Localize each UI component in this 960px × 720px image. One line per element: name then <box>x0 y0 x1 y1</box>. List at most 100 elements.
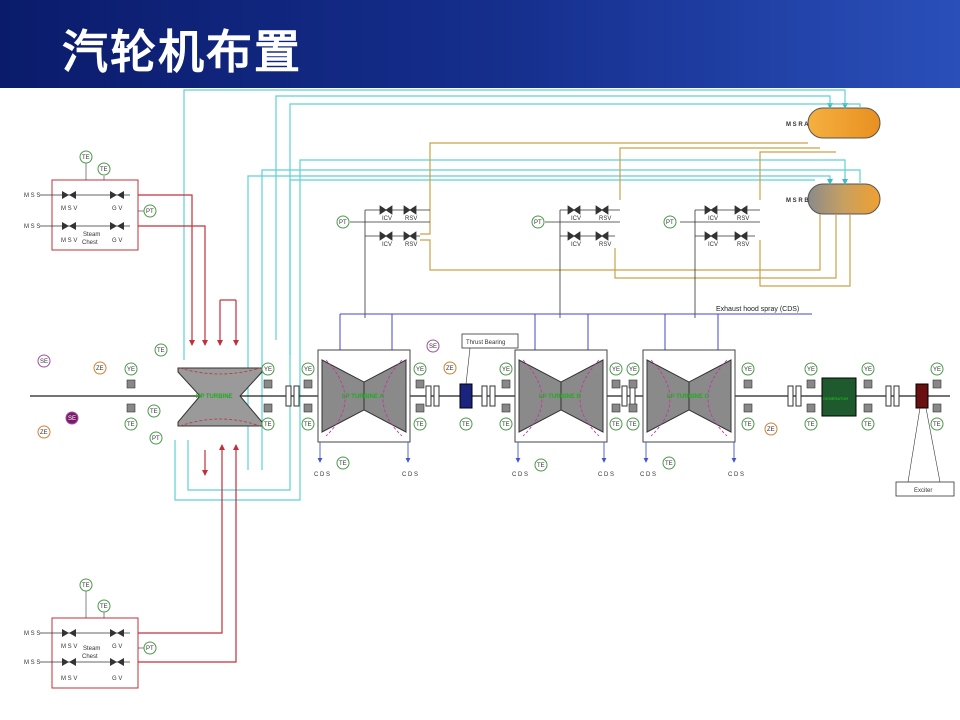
svg-text:YE: YE <box>629 367 637 373</box>
steam-chest-label: Steam <box>83 646 100 652</box>
ye-instrument: YE <box>301 362 315 376</box>
exhaust-spray-label: Exhaust hood spray (CDS) <box>716 306 799 313</box>
svg-text:PT: PT <box>152 436 160 442</box>
ye-instrument: YE <box>930 362 944 376</box>
generator <box>821 377 857 417</box>
steam-chest-label: Chest <box>82 240 98 246</box>
te-instrument: TE <box>499 417 513 431</box>
svg-text:ZE: ZE <box>446 366 454 372</box>
ze-instrument: ZE <box>443 361 457 375</box>
svg-text:YE: YE <box>807 367 815 373</box>
cds-label: C D S <box>640 472 656 478</box>
pt-instrument: PT <box>663 215 677 229</box>
ze-instrument: ZE <box>764 422 778 436</box>
mss-label: M S S <box>24 193 40 199</box>
msr-a-label: M S R A <box>786 122 809 128</box>
exciter-label: Exciter <box>914 488 932 494</box>
svg-text:TE: TE <box>127 422 135 428</box>
svg-text:TE: TE <box>82 583 90 589</box>
svg-text:TE: TE <box>339 461 347 467</box>
ye-instrument: YE <box>413 362 427 376</box>
icv-label: ICV <box>382 216 392 222</box>
lower-steam-chest <box>40 590 144 689</box>
icv-label: ICV <box>708 242 718 248</box>
svg-text:YE: YE <box>127 367 135 373</box>
page-title: 汽轮机布置 <box>62 25 302 79</box>
svg-text:TE: TE <box>82 155 90 161</box>
te-instrument: TE <box>336 456 350 470</box>
lp-b-valve-group <box>545 205 620 318</box>
svg-text:TE: TE <box>612 422 620 428</box>
cds-label: C D S <box>314 472 330 478</box>
main-steam-lines <box>128 194 239 663</box>
svg-text:TE: TE <box>157 348 165 354</box>
svg-text:TE: TE <box>537 463 545 469</box>
cds-label: C D S <box>402 472 418 478</box>
icv-label: ICV <box>382 242 392 248</box>
gv-label: G V <box>112 644 122 650</box>
se-instrument: SE <box>65 411 79 425</box>
gv-label: G V <box>112 238 122 244</box>
te-instrument: TE <box>79 150 93 164</box>
cds-label: C D S <box>512 472 528 478</box>
msv-label: M S V <box>61 206 77 212</box>
cds-drain-lines <box>317 442 737 463</box>
icv-label: ICV <box>571 242 581 248</box>
svg-text:PT: PT <box>339 220 347 226</box>
exhaust-spray-line <box>339 313 812 350</box>
svg-text:TE: TE <box>304 422 312 428</box>
svg-text:ZE: ZE <box>40 430 48 436</box>
te-instrument: TE <box>97 162 111 176</box>
te-instrument: TE <box>79 578 93 592</box>
svg-text:TE: TE <box>864 422 872 428</box>
svg-text:SE: SE <box>68 416 76 422</box>
upper-steam-chest <box>40 162 144 251</box>
cds-label: C D S <box>598 472 614 478</box>
msr-b-vessel <box>807 183 881 215</box>
te-instrument: TE <box>261 417 275 431</box>
svg-text:ZE: ZE <box>767 427 775 433</box>
gv-label: G V <box>112 676 122 682</box>
te-instrument: TE <box>154 343 168 357</box>
svg-text:YE: YE <box>502 367 510 373</box>
svg-text:TE: TE <box>462 422 470 428</box>
svg-text:ZE: ZE <box>96 366 104 372</box>
steam-chest-label: Chest <box>82 654 98 660</box>
svg-text:TE: TE <box>744 422 752 428</box>
svg-text:TE: TE <box>100 604 108 610</box>
pt-instrument: PT <box>336 215 350 229</box>
thrust-bearing-callout <box>461 333 519 349</box>
mss-label: M S S <box>24 224 40 230</box>
te-instrument: TE <box>662 456 676 470</box>
te-instrument: TE <box>804 417 818 431</box>
icv-label: ICV <box>708 216 718 222</box>
pt-instrument: PT <box>149 431 163 445</box>
svg-text:PT: PT <box>146 209 154 215</box>
rsv-label: RSV <box>737 242 749 248</box>
te-instrument: TE <box>534 458 548 472</box>
te-instrument: TE <box>459 417 473 431</box>
gv-label: G V <box>112 206 122 212</box>
msr-b-label: M S R B <box>786 198 809 204</box>
cds-label: C D S <box>728 472 744 478</box>
exciter <box>915 383 929 409</box>
pt-instrument: PT <box>143 641 157 655</box>
ze-instrument: ZE <box>37 425 51 439</box>
exciter-callout <box>895 481 955 497</box>
ye-instrument: YE <box>741 362 755 376</box>
te-instrument: TE <box>609 417 623 431</box>
lp-turbine-b <box>514 349 608 443</box>
thrust-bearing-label: Thrust Bearing <box>466 340 505 346</box>
pt-instrument: PT <box>143 204 157 218</box>
svg-text:YE: YE <box>744 367 752 373</box>
svg-text:TE: TE <box>416 422 424 428</box>
svg-text:YE: YE <box>264 367 272 373</box>
hp-turbine-label: HP TURBINE <box>196 394 233 400</box>
te-instrument: TE <box>626 417 640 431</box>
te-instrument: TE <box>147 404 161 418</box>
rsv-label: RSV <box>599 242 611 248</box>
ye-instrument: YE <box>804 362 818 376</box>
te-instrument: TE <box>97 599 111 613</box>
te-instrument: TE <box>413 417 427 431</box>
generator-label: GENERATOR <box>823 396 848 401</box>
